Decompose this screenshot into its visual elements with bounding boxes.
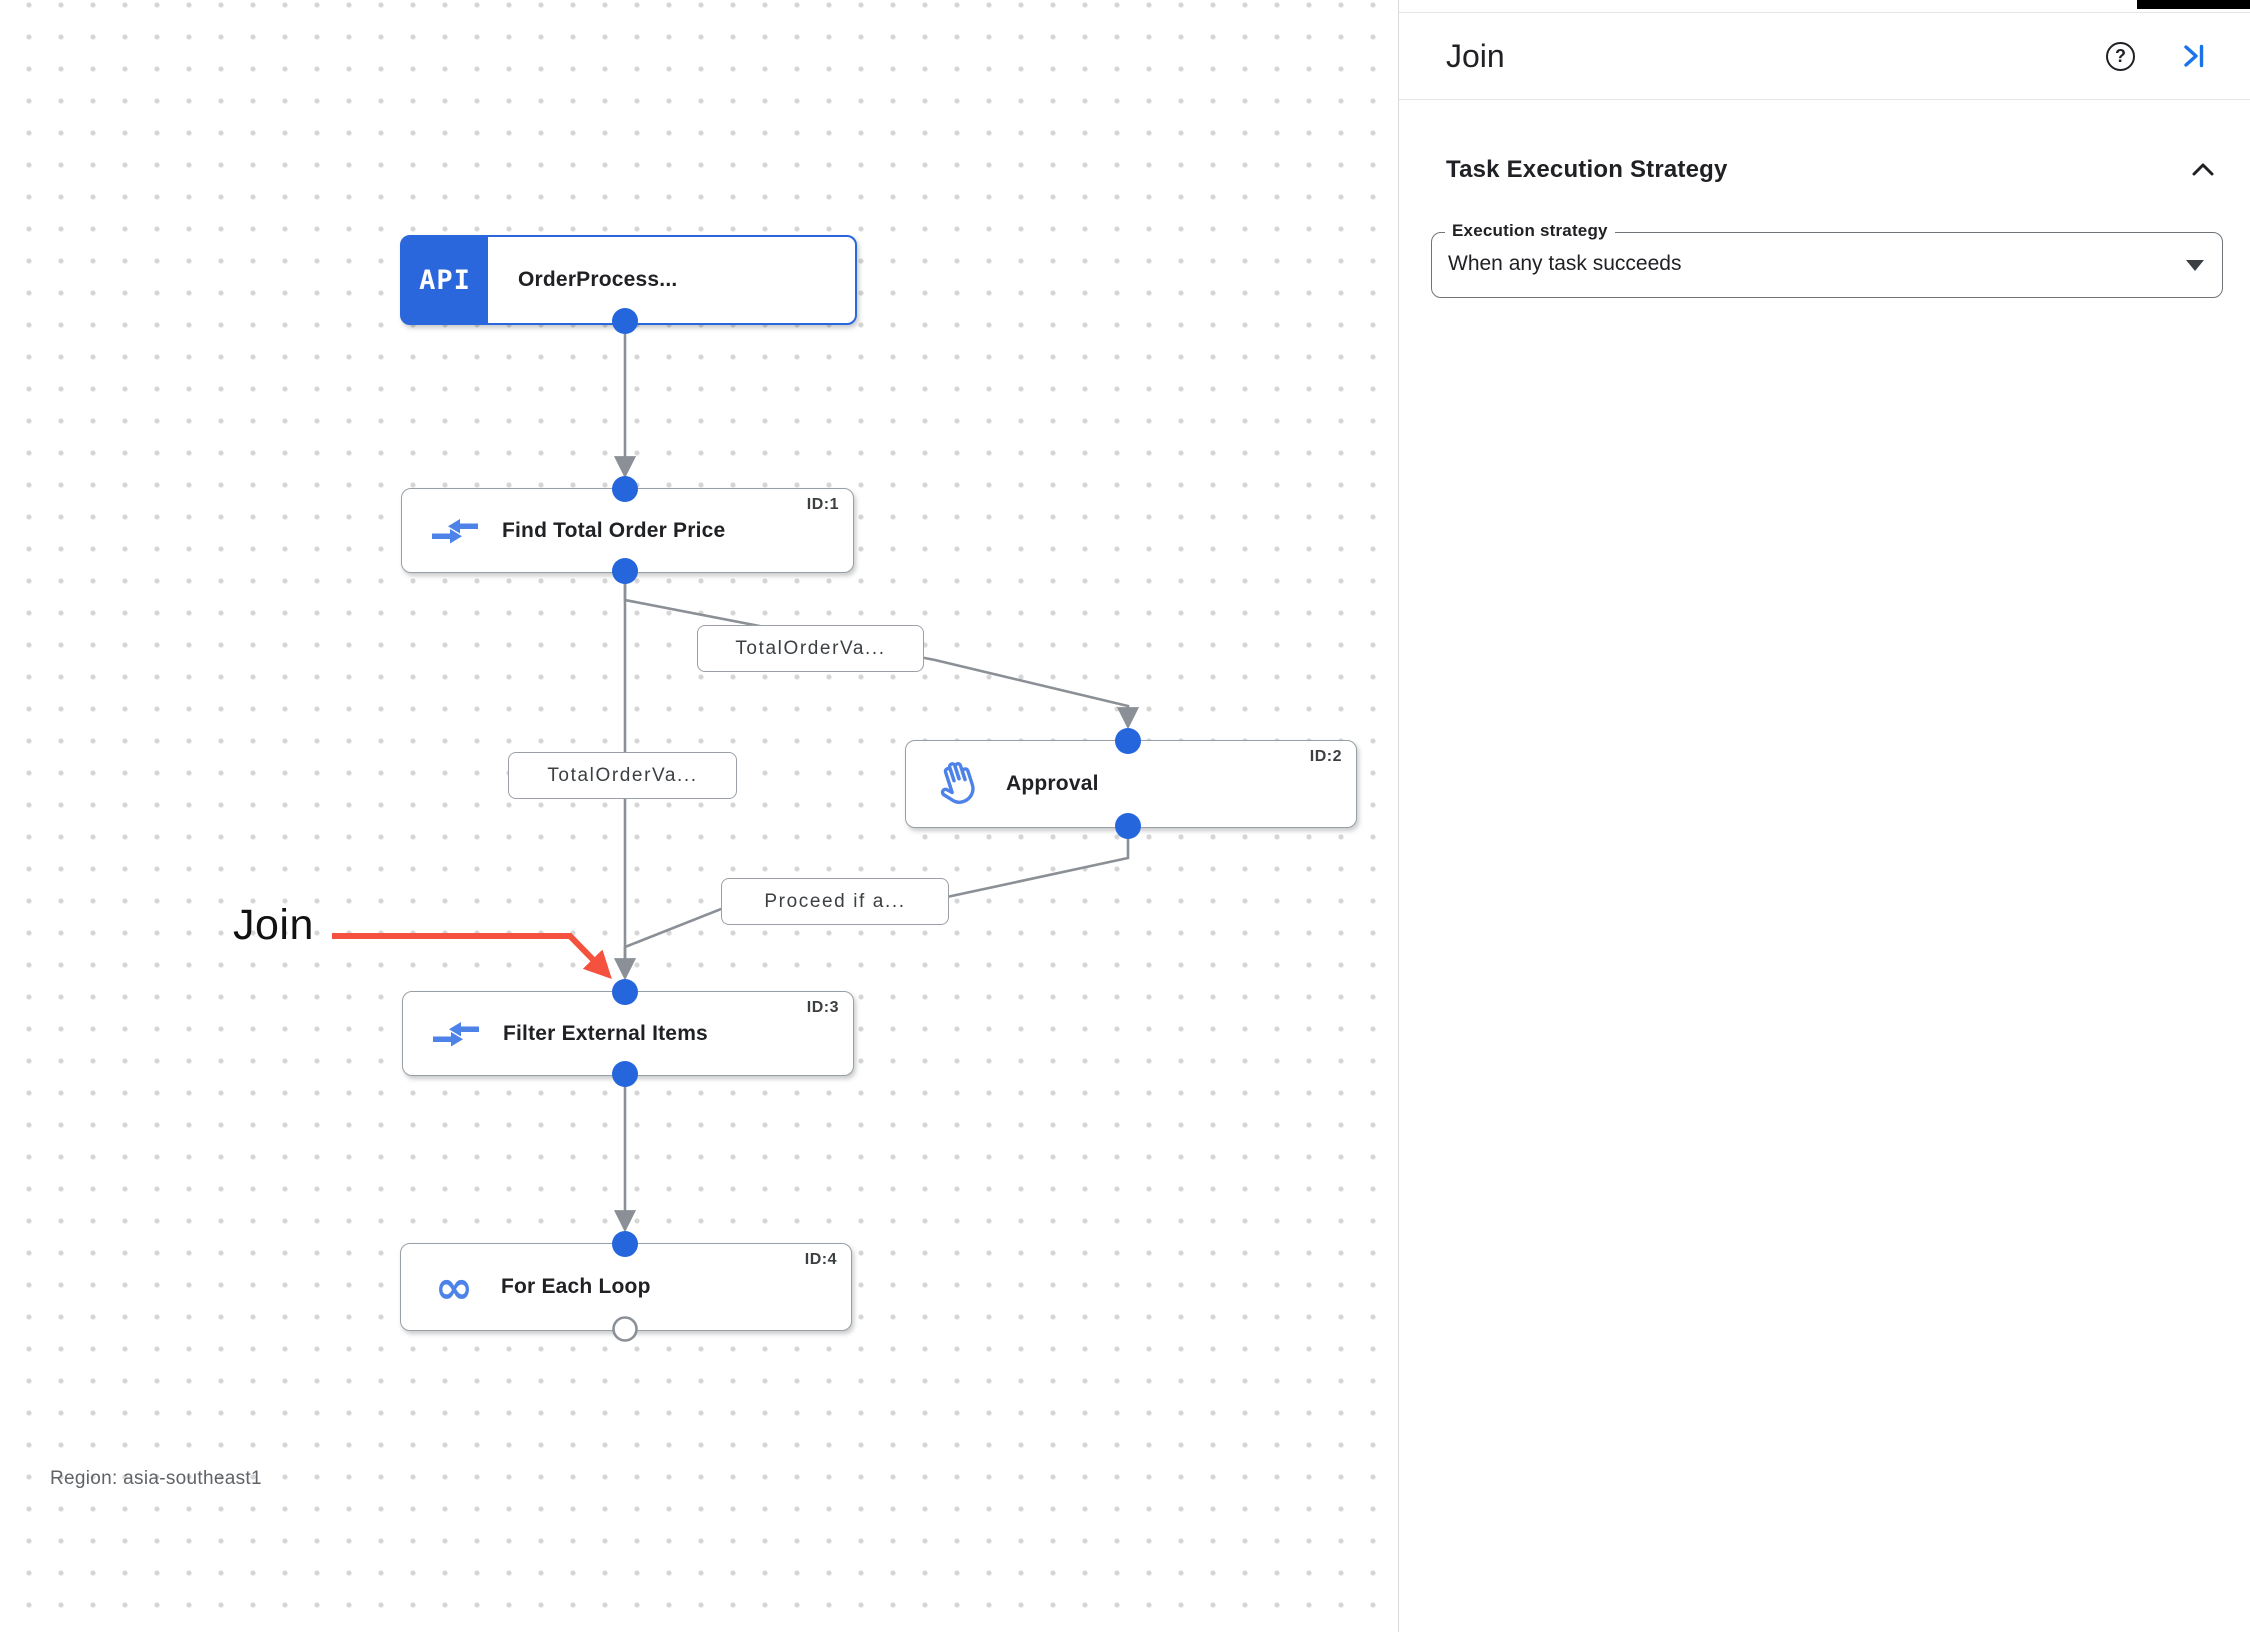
collapse-panel-button[interactable] (2177, 40, 2209, 72)
window-artifact-bar (2137, 0, 2250, 9)
node-id-badge: ID:4 (804, 1251, 837, 1268)
region-label: Region: asia-southeast1 (50, 1468, 262, 1489)
config-panel: Join Task Execution Strategy Exe (1398, 0, 2250, 1632)
workflow-canvas[interactable]: API OrderProcess... Find Total Order Pri… (0, 0, 1398, 1632)
execution-strategy-label: Execution strategy (1445, 221, 1615, 241)
panel-title: Join (1446, 37, 1505, 74)
edge-label[interactable]: Proceed if a... (721, 878, 949, 925)
panel-header: Join (1399, 12, 2250, 100)
node-for-each-loop[interactable]: For Each Loop ID:4 (400, 1243, 852, 1331)
approval-hand-icon (934, 759, 984, 809)
node-filter-external-items[interactable]: Filter External Items ID:3 (402, 991, 854, 1076)
node-title: Find Total Order Price (502, 518, 726, 542)
node-id-badge: ID:2 (1309, 748, 1342, 765)
annotation-arrow (332, 933, 612, 979)
section-heading: Task Execution Strategy (1446, 156, 1728, 183)
node-id-badge: ID:1 (806, 496, 839, 513)
node-title: For Each Loop (501, 1275, 651, 1298)
api-trigger-icon: API (402, 237, 488, 323)
execution-strategy-select[interactable]: Execution strategy When any task succeed… (1431, 221, 2223, 298)
section-collapse-button[interactable] (2188, 155, 2218, 185)
node-find-total-order-price[interactable]: Find Total Order Price ID:1 (401, 488, 854, 573)
section-task-execution-strategy: Task Execution Strategy (1446, 146, 2218, 194)
node-title: OrderProcess... (518, 268, 678, 291)
edge-label[interactable]: TotalOrderVa... (697, 625, 924, 672)
execution-strategy-value: When any task succeeds (1448, 252, 1682, 275)
for-each-loop-icon (429, 1262, 479, 1312)
node-api-trigger[interactable]: API OrderProcess... (400, 235, 857, 325)
dropdown-caret-icon (2186, 260, 2204, 271)
node-title: Filter External Items (503, 1021, 708, 1045)
node-approval[interactable]: Approval ID:2 (905, 740, 1357, 828)
edge-label[interactable]: TotalOrderVa... (508, 752, 737, 799)
node-id-badge: ID:3 (806, 999, 839, 1016)
data-mapping-icon (430, 506, 480, 556)
data-mapping-icon (431, 1009, 481, 1059)
collapse-panel-icon (2184, 44, 2204, 68)
help-button[interactable] (2106, 41, 2135, 71)
annotation-join-label: Join (233, 901, 314, 949)
chevron-up-icon (2192, 163, 2214, 176)
node-title: Approval (1006, 772, 1099, 795)
help-icon (2106, 41, 2135, 71)
